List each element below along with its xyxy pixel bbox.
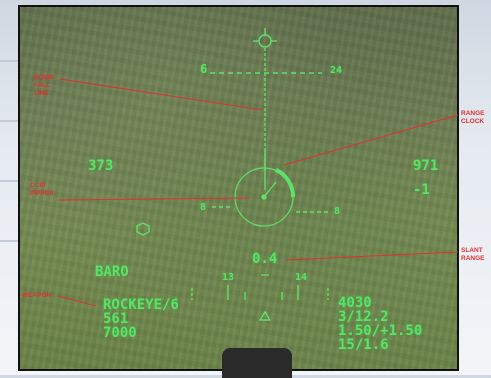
- flight-path-marker-icon: [253, 28, 277, 48]
- annotation-bomb-fall-line: BOMB FALL LINE: [34, 74, 54, 97]
- airspeed-readout: 373: [88, 158, 114, 174]
- ladder-label-13: 13: [222, 272, 235, 283]
- hud-screenshot-frame: [18, 5, 459, 371]
- annotation-range-clock: RANGE CLOCK: [461, 110, 485, 125]
- slant-range-readout: 0.4: [252, 251, 278, 267]
- annotation-ccip-pipper: CCIP PIPPER: [30, 182, 54, 197]
- weapon-line-3: 7000: [103, 325, 137, 341]
- altitude-readout: 971: [413, 158, 439, 174]
- caret-icon: [258, 310, 272, 321]
- vertical-velocity-readout: -1: [413, 182, 430, 198]
- heading-tick-right: 24: [330, 65, 343, 76]
- weapon-stat-3: 1.50/+1.50: [338, 323, 423, 339]
- weapon-line-2: 561: [103, 311, 129, 327]
- cockpit-frame-top: [222, 348, 292, 378]
- weapon-stat-4: 15/1.6: [338, 337, 389, 353]
- annotation-slant-range: SLANT RANGE: [461, 247, 485, 262]
- weapon-name: ROCKEYE/6: [103, 297, 179, 313]
- range-clock-arc: [275, 168, 296, 198]
- pipper-ladder-right: 8: [334, 206, 341, 217]
- annotation-weapon: WEAPON: [22, 292, 52, 299]
- weapon-stats-block: 4030 3/12.2 1.50/+1.50 15/1.6: [338, 296, 422, 352]
- ladder-label-14: 14: [295, 272, 308, 283]
- heading-tick-left: 6: [200, 62, 208, 76]
- target-box-icon: [136, 222, 150, 236]
- pipper-ladder-left: 8: [200, 202, 207, 213]
- weapon-stat-1: 4030: [338, 295, 372, 311]
- weapon-stat-2: 3/12.2: [338, 309, 389, 325]
- altitude-mode-label: BARO: [95, 264, 129, 280]
- weapon-block: ROCKEYE/6 561 7000: [103, 298, 179, 340]
